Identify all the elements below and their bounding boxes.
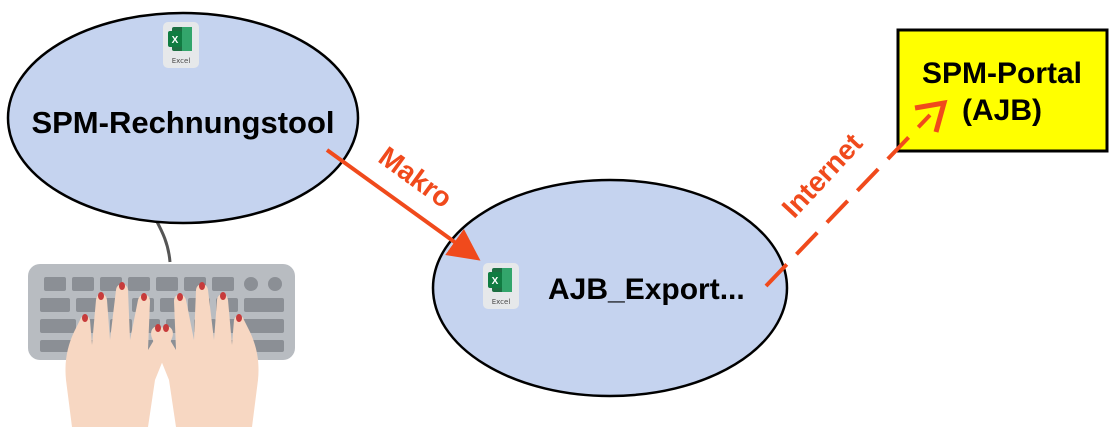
node-spm-portal-label-line1: SPM-Portal bbox=[922, 57, 1082, 90]
edge-makro-label: Makro bbox=[373, 141, 458, 215]
node-rechnungstool-label: SPM-Rechnungstool bbox=[31, 105, 334, 140]
excel-icon: X Excel bbox=[163, 22, 199, 68]
makro-arrow bbox=[325, 148, 481, 261]
edge-makro: Makro bbox=[325, 141, 481, 261]
internet-arrow-line bbox=[764, 113, 932, 288]
node-ajb-export[interactable]: X Excel AJB_Export... bbox=[431, 178, 789, 398]
excel-icon-caption: Excel bbox=[492, 298, 511, 306]
node-spm-portal[interactable]: SPM-Portal (AJB) bbox=[896, 28, 1109, 153]
keyboard-hands-icon bbox=[28, 264, 295, 427]
node-rechnungstool[interactable]: X Excel SPM-Rechnungstool bbox=[6, 11, 360, 225]
internet-arrowhead bbox=[914, 99, 948, 133]
excel-icon-caption: Excel bbox=[172, 57, 191, 65]
excel-icon: X Excel bbox=[483, 263, 519, 309]
node-spm-portal-label-line2: (AJB) bbox=[962, 94, 1042, 127]
svg-text:X: X bbox=[492, 276, 499, 287]
node-ajb-export-label: AJB_Export... bbox=[548, 273, 745, 306]
svg-text:X: X bbox=[172, 35, 179, 46]
edge-internet-label: Internet bbox=[776, 127, 869, 223]
